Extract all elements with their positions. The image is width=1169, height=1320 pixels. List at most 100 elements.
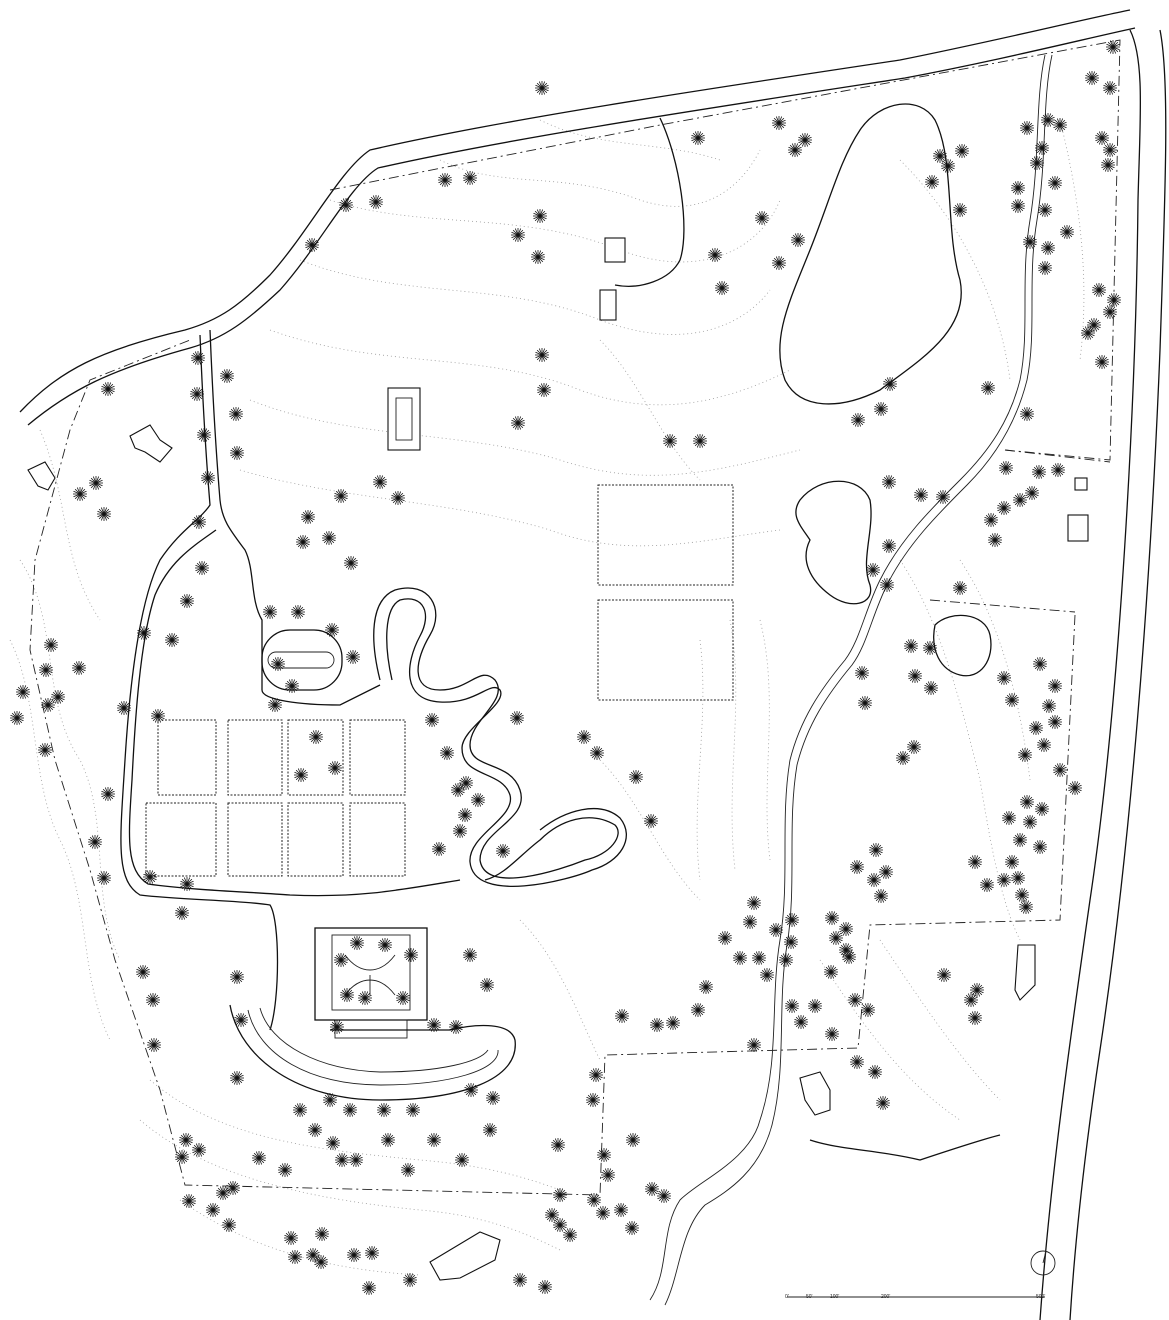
tree-icon [41,698,55,712]
tree-icon [589,1068,603,1082]
tree-icon [369,195,383,209]
tree-icon [933,149,947,163]
tree-icon [463,948,477,962]
tree-icon [1060,225,1074,239]
tree-icon [644,814,658,828]
tree-icon [577,730,591,744]
tree-icon [192,515,206,529]
tree-icon [301,510,315,524]
tree-icon [451,783,465,797]
tree-icon [343,1103,357,1117]
tree-icon [882,475,896,489]
tree-icon [769,923,783,937]
tree-icon [1103,143,1117,157]
tree-icon [587,1193,601,1207]
tree-icon [449,1020,463,1034]
tree-icon [483,1123,497,1137]
tree-icon [718,931,732,945]
tree-icon [1038,261,1052,275]
tree-icon [220,369,234,383]
tree-icon [779,953,793,967]
tree-icon [1101,158,1115,172]
tree-icon [785,999,799,1013]
property-boundary [29,39,1121,1196]
tree-icon [999,461,1013,475]
tree-icon [997,501,1011,515]
scale-bar: 0' 50' 100' 200' 500' [785,1294,1045,1300]
stream-bank [664,54,1053,1306]
contour-lines [9,119,1085,1276]
scale-tick-50: 50' [806,1294,813,1300]
tree-icon [772,116,786,130]
tree-icon [1103,305,1117,319]
tree-icon [305,238,319,252]
field-large-south [597,599,734,701]
tree-icon [535,348,549,362]
tree-icon [511,228,525,242]
practice-fields [145,719,406,877]
tree-icon [175,906,189,920]
tree-icon [772,256,786,270]
tree-icon [699,980,713,994]
parking-island [267,651,335,669]
tree-icon [72,661,86,675]
building-east-south [1014,944,1036,1001]
tree-icon [101,382,115,396]
tree-icon [936,490,950,504]
tree-icon [263,605,277,619]
tree-icon [1095,355,1109,369]
tree-icon [650,1018,664,1032]
tree-icon [440,746,454,760]
tree-icon [968,1011,982,1025]
tree-icon [38,743,52,757]
tree-icon [1020,121,1034,135]
tree-icon [480,978,494,992]
tree-icon [344,556,358,570]
south-road [809,1134,1001,1161]
tree-icon [350,936,364,950]
tree-icon [923,641,937,655]
tree-icon [358,991,372,1005]
tree-icon [850,1055,864,1069]
tree-icon [381,1133,395,1147]
tree-icon [1103,81,1117,95]
tree-icon [537,383,551,397]
tree-icon [1011,871,1025,885]
north-arrow-icon [1030,1250,1056,1276]
tree-icon [839,943,853,957]
tree-icon [101,787,115,801]
tree-icon [73,487,87,501]
tree-icon [373,475,387,489]
tree-icon [964,993,978,1007]
tree-icon [143,870,157,884]
tree-icon [533,209,547,223]
tree-icon [1048,715,1062,729]
tree-icon [904,639,918,653]
tree-icon [868,1065,882,1079]
tree-icon [1048,176,1062,190]
tree-icon [510,711,524,725]
tree-icon [190,387,204,401]
tree-icon [784,935,798,949]
tree-icon [165,633,179,647]
tree-icon [151,709,165,723]
tree-icon [455,1153,469,1167]
tree-icon [471,793,485,807]
tree-icon [201,471,215,485]
tree-icon [1023,815,1037,829]
building-north-2 [599,289,617,321]
tree-icon [486,1091,500,1105]
tree-icon [1019,900,1033,914]
tree-icon [195,561,209,575]
tree-icon [458,808,472,822]
tree-icon [97,507,111,521]
tree-icon [97,871,111,885]
tree-icon [908,669,922,683]
tree-icon [137,626,151,640]
tree-icon [629,770,643,784]
tree-icon [406,1103,420,1117]
tree-icon [941,159,955,173]
tree-icon [968,855,982,869]
tree-icon [459,776,473,790]
